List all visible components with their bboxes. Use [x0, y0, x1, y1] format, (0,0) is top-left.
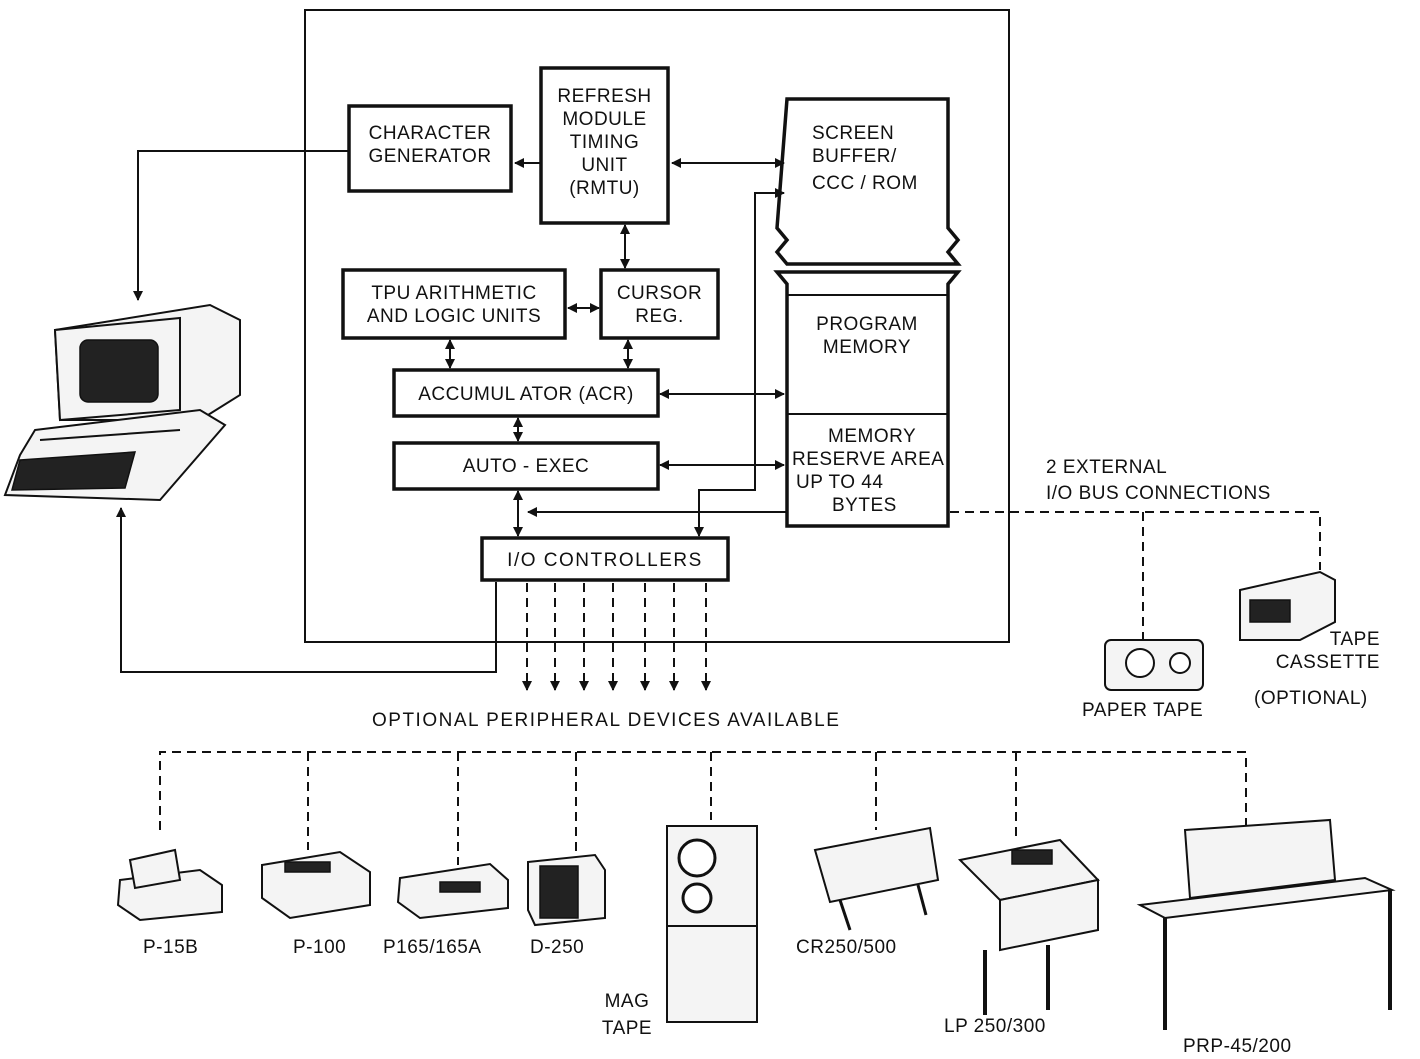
cr250-icon [813, 826, 940, 931]
prp45-label: PRP-45/200 [1183, 1036, 1292, 1057]
accumulator-box [392, 368, 660, 418]
rmtu-box [539, 66, 670, 225]
paper-tape-icon [1104, 639, 1204, 691]
chargen-to-terminal-line [133, 150, 349, 301]
optional-peripherals-label: OPTIONAL PERIPHERAL DEVICES AVAILABLE [372, 710, 841, 731]
auto-exec-box [392, 441, 660, 491]
paper-tape-label: PAPER TAPE [1082, 700, 1204, 721]
io-controllers-label: I/O CONTROLLERS [507, 550, 703, 571]
p165-label: P165/165A [383, 937, 482, 958]
mag-tape-icon [666, 825, 758, 1023]
accumulator-label: ACCUMUL ATOR (ACR) [418, 384, 634, 405]
p100-label: P-100 [293, 937, 347, 958]
external-bus-line [950, 511, 1321, 570]
tape-cassette-icon [1239, 570, 1336, 641]
terminal-icon [3, 303, 241, 502]
p15b-icon [116, 848, 223, 922]
character-generator-box [347, 104, 513, 193]
tpu-box [341, 268, 567, 340]
optional-label: (OPTIONAL) [1254, 688, 1368, 709]
peripheral-bus-drops [307, 752, 1017, 865]
d250-icon [527, 853, 606, 927]
lp250-label: LP 250/300 [944, 1016, 1046, 1037]
cr250-label: CR250/500 [796, 937, 897, 958]
prp45-icon [1136, 818, 1396, 1030]
auto-exec-label: AUTO - EXEC [462, 456, 590, 477]
peripheral-arrows [522, 583, 711, 691]
lp250-icon [957, 838, 1100, 1015]
d250-label: D-250 [530, 937, 585, 958]
peripheral-bus-line [159, 751, 1247, 830]
io-screenbuffer-arrow [694, 188, 785, 537]
p165-icon [396, 862, 509, 920]
system-enclosure [304, 9, 1010, 643]
io-to-terminal-line [116, 507, 497, 673]
p15b-label: P-15B [143, 937, 199, 958]
io-controllers-box [480, 536, 730, 582]
p100-icon [261, 850, 371, 920]
